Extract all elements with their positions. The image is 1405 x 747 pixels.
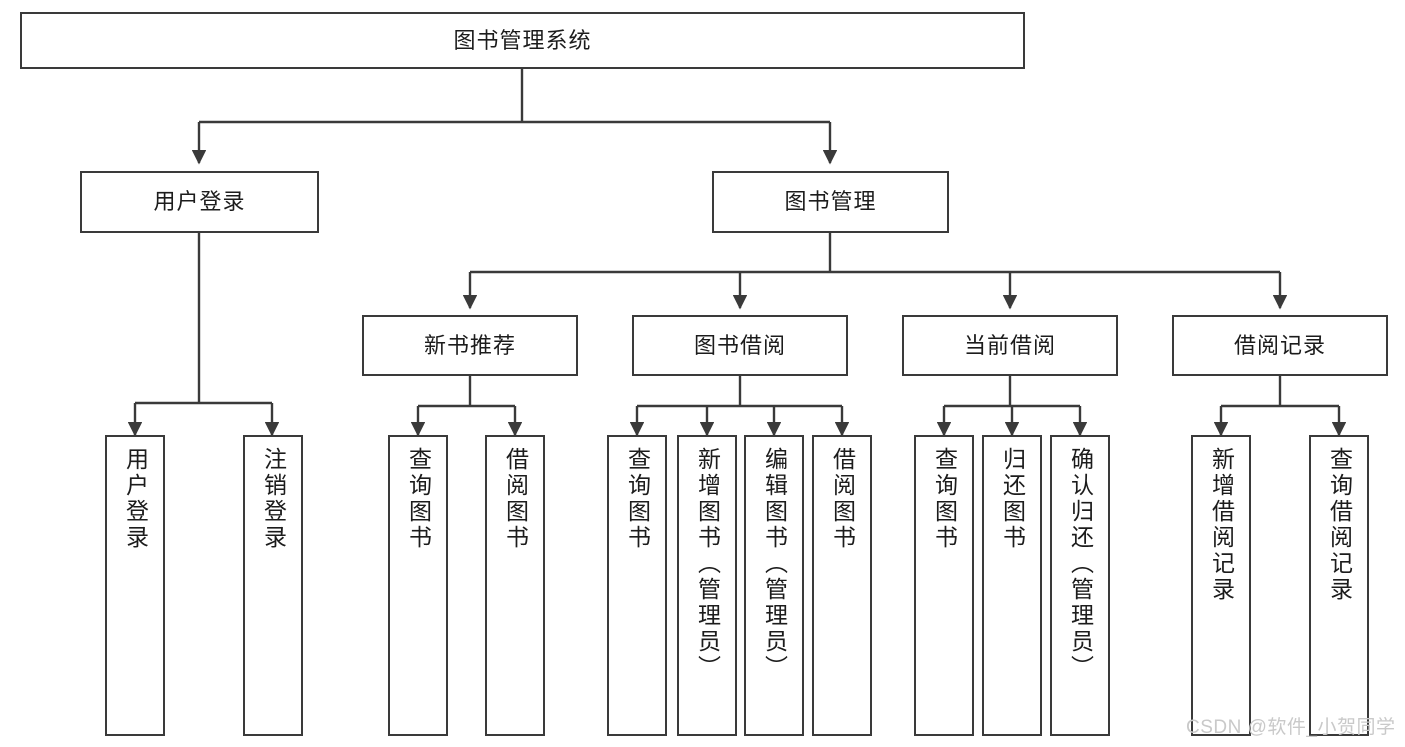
leaf-current-return-book[interactable]: 归还图书: [982, 435, 1042, 736]
node-label: 图书管理: [784, 189, 877, 215]
node-label: 归还图书: [999, 447, 1026, 551]
leaf-user-login-signout[interactable]: 注销登录: [243, 435, 303, 736]
node-label: 查询图书: [405, 447, 432, 551]
leaf-current-query-book[interactable]: 查询图书: [914, 435, 974, 736]
leaf-borrow-borrow-book[interactable]: 借阅图书: [812, 435, 872, 736]
leaf-current-confirm-return[interactable]: 确认归还（管理员）: [1050, 435, 1110, 736]
leaf-new-books-borrow[interactable]: 借阅图书: [485, 435, 545, 736]
node-label: 新书推荐: [423, 332, 516, 358]
node-borrowing-records[interactable]: 借阅记录: [1172, 315, 1388, 376]
leaf-user-login-signin[interactable]: 用户登录: [105, 435, 165, 736]
leaf-borrow-query-book[interactable]: 查询图书: [607, 435, 667, 736]
node-current-borrowing[interactable]: 当前借阅: [902, 315, 1118, 376]
node-label: 确认归还（管理员）: [1067, 447, 1094, 681]
node-label: 当前借阅: [963, 332, 1056, 358]
node-label: 查询图书: [931, 447, 958, 551]
node-label: 注销登录: [260, 447, 287, 551]
node-label: 新增图书（管理员）: [694, 447, 721, 681]
node-new-book-recommendation[interactable]: 新书推荐: [362, 315, 578, 376]
node-label: 新增借阅记录: [1208, 447, 1235, 603]
node-label: 编辑图书（管理员）: [761, 447, 788, 681]
watermark: CSDN @软件_小贺同学: [1186, 717, 1396, 738]
node-label: 借阅图书: [502, 447, 529, 551]
node-label: 用户登录: [122, 447, 149, 551]
node-label: 借阅图书: [829, 447, 856, 551]
leaf-new-books-query[interactable]: 查询图书: [388, 435, 448, 736]
node-book-management[interactable]: 图书管理: [712, 171, 949, 233]
node-label: 借阅记录: [1233, 332, 1326, 358]
node-label: 用户登录: [153, 189, 246, 215]
node-user-login[interactable]: 用户登录: [80, 171, 319, 233]
node-label: 查询借阅记录: [1326, 447, 1353, 603]
node-label: 图书借阅: [693, 332, 786, 358]
node-book-borrowing[interactable]: 图书借阅: [632, 315, 848, 376]
leaf-borrow-add-book[interactable]: 新增图书（管理员）: [677, 435, 737, 736]
node-label: 查询图书: [624, 447, 651, 551]
node-root-system[interactable]: 图书管理系统: [20, 12, 1025, 69]
leaf-records-add-record[interactable]: 新增借阅记录: [1191, 435, 1251, 736]
node-label: 图书管理系统: [453, 27, 592, 53]
leaf-borrow-edit-book[interactable]: 编辑图书（管理员）: [744, 435, 804, 736]
leaf-records-query-record[interactable]: 查询借阅记录: [1309, 435, 1369, 736]
